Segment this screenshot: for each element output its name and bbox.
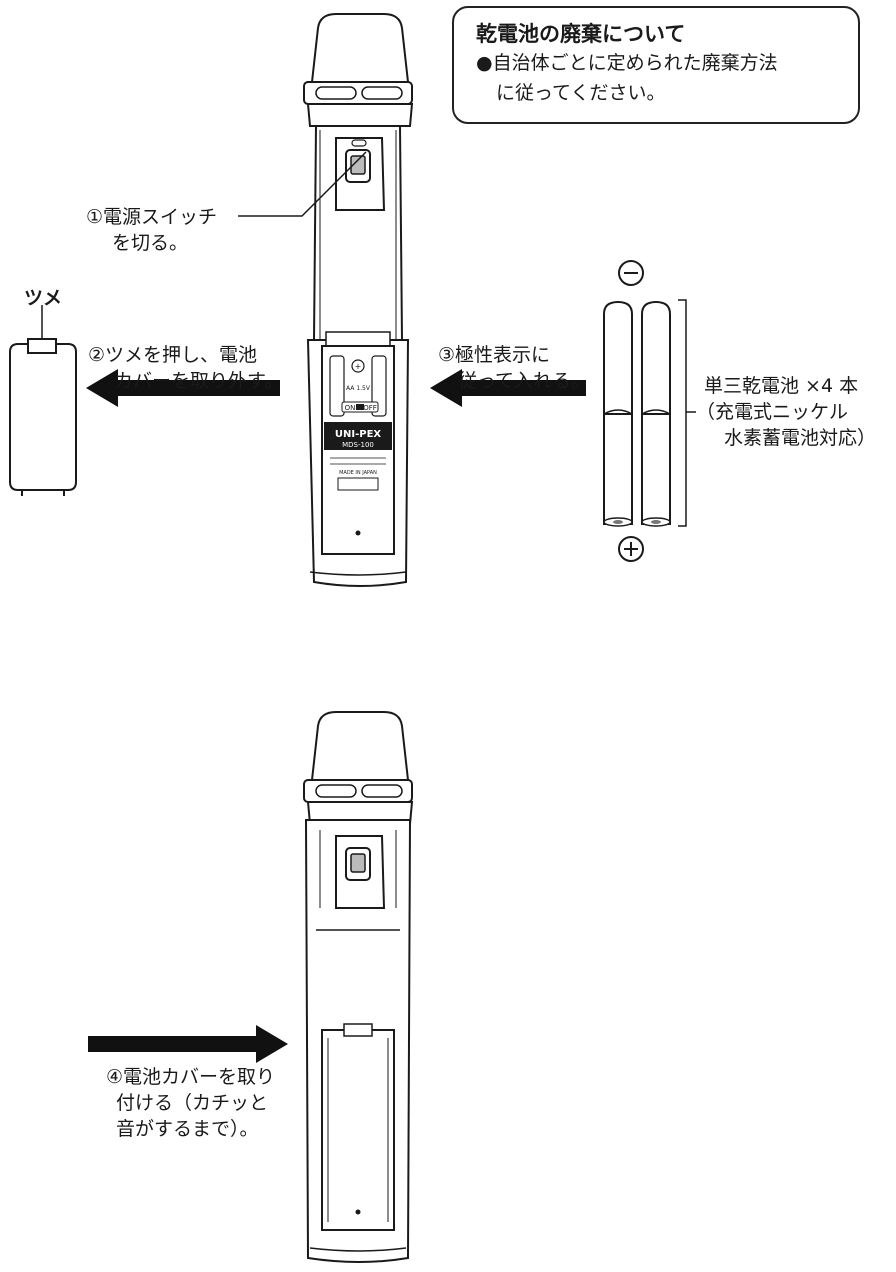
battery-spec-text: 単三乾電池 ×4 本 （充電式ニッケル 水素蓄電池対応） [696,373,876,451]
step4-line-1: ④電池カバーを取り [106,1066,276,1088]
switch-on-label: ON [345,404,356,412]
switch-off-label: OFF [363,404,377,412]
notice-line-1: ●自治体ごとに定められた廃棄方法 [476,52,778,74]
notice-title: 乾電池の廃棄について [476,22,686,46]
step4-line-3: 音がするまで）。 [116,1118,259,1140]
arrow-left-remove-cover [86,369,280,407]
nameplate [324,422,392,450]
step1-line-1: ①電源スイッチ [86,206,218,228]
battery-line-3: 水素蓄電池対応） [724,427,877,449]
arrow-right-attach-cover [88,1025,288,1063]
brand-label: UNI-PEX [335,429,382,440]
microphone-open: + AA 1.5V ON OFF UNI-PEX MDS-100 MADE IN… [303,13,413,587]
plus-polarity-icon [618,536,644,562]
made-in-label: MADE IN JAPAN [339,470,377,476]
step4-line-2: 付ける（カチッと [116,1092,269,1114]
battery-line-1: 単三乾電池 ×4 本 [704,375,859,397]
tsume-tab [27,338,57,354]
batteries [603,301,671,527]
battery-cover [9,338,77,496]
step3-text: ③極性表示に 従って入れる。 [438,342,590,394]
notice-line-2: に従ってください。 [496,82,666,104]
terminal-plus-mark: + [355,362,362,371]
step4-text: ④電池カバーを取り 付ける（カチッと 音がするまで）。 [106,1064,275,1142]
svg-text:AA 1.5V: AA 1.5V [346,385,371,392]
battery-bracket [678,299,687,527]
step3-line-1: ③極性表示に [438,344,551,366]
step3-line-2: 従って入れる。 [458,370,591,392]
model-label: MDS-100 [342,441,374,449]
step1-leader-line [238,151,367,217]
disposal-notice-box: 乾電池の廃棄について ●自治体ごとに定められた廃棄方法 に従ってください。 [452,6,860,124]
step2-text: ②ツメを押し、電池 カバーを取り外す。 [88,342,283,394]
arrow-left-insert-batteries [430,369,586,407]
microphone-closed [303,711,413,1263]
battery-cover-attached [321,1029,395,1231]
power-switch [356,404,364,410]
step1-text: ①電源スイッチ を切る。 [86,204,217,256]
step1-line-2: を切る。 [112,232,189,254]
minus-polarity-icon [618,260,644,286]
battery-line-2: （充電式ニッケル [696,401,849,423]
tsume-label: ツメ [24,287,63,309]
step2-line-2: カバーを取り外す。 [114,370,284,392]
step2-line-1: ②ツメを押し、電池 [88,344,258,366]
